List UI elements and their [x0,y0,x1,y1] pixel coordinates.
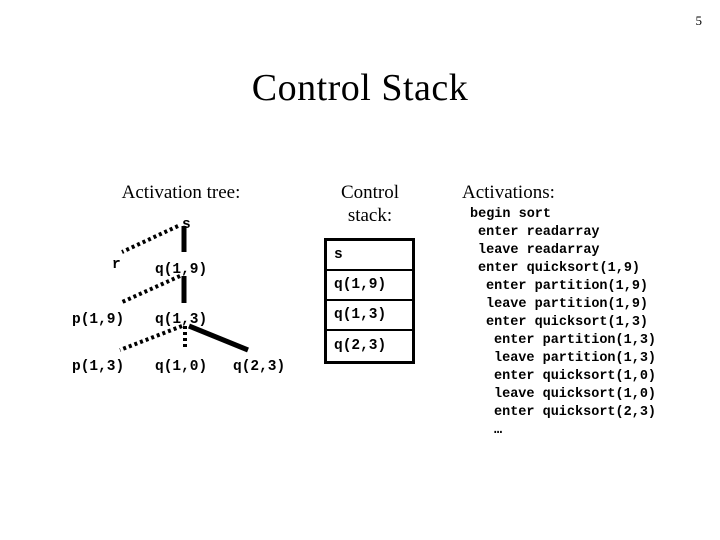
stack-cell-1: q(1,9) [327,271,412,301]
tree-node-q23: q(2,3) [233,359,286,375]
tree-node-p13: p(1,3) [72,359,125,375]
activation-line: enter quicksort(1,0) [494,369,657,384]
activation-line: leave readarray [478,243,600,258]
activation-tree-diagram: s r q(1,9) p(1,9) q(1,3) p(1,3) q(1,0) q… [0,0,320,400]
activation-tree-heading: Activation tree: [121,182,241,203]
activation-line: enter quicksort(1,3) [486,315,649,330]
stack-cell-0: s [327,241,412,271]
stack-cell-2: q(1,3) [327,301,412,331]
tree-edge-q19-p19 [119,274,181,305]
activation-line: leave partition(1,9) [486,297,649,312]
tree-edge-q13-q23 [188,323,249,353]
control-stack-heading-line1: Control [340,182,400,203]
control-stack-heading-line2: stack: [347,205,393,227]
page-title: Control Stack [251,67,469,109]
tree-node-q10: q(1,0) [155,359,208,375]
tree-edge-q13-p13 [119,324,183,352]
activations-ellipsis: … [494,423,504,438]
activations-list: begin sort enter readarray leave readarr… [470,206,716,440]
activation-line: enter partition(1,3) [494,333,657,348]
tree-node-r: r [112,257,121,273]
control-stack-box: s q(1,9) q(1,3) q(2,3) [324,238,415,364]
activation-line: enter readarray [478,225,600,240]
activation-line: enter quicksort(2,3) [494,405,657,420]
activation-tree-edges [119,224,249,353]
activation-line: leave quicksort(1,0) [494,387,657,402]
control-stack-heading: Control stack: [310,181,430,227]
activations-heading: Activations: [462,182,555,203]
page-number: 5 [695,13,703,28]
activation-line: enter quicksort(1,9) [478,261,641,276]
tree-node-s: s [182,217,191,233]
activation-line: enter partition(1,9) [486,279,649,294]
tree-edge-s-r [121,224,179,254]
activation-line: begin sort [470,207,552,222]
activation-line: leave partition(1,3) [494,351,657,366]
tree-node-q19: q(1,9) [155,262,208,278]
stack-cell-3: q(2,3) [334,337,387,354]
tree-node-q13: q(1,3) [155,312,208,328]
tree-node-p19: p(1,9) [72,312,125,328]
